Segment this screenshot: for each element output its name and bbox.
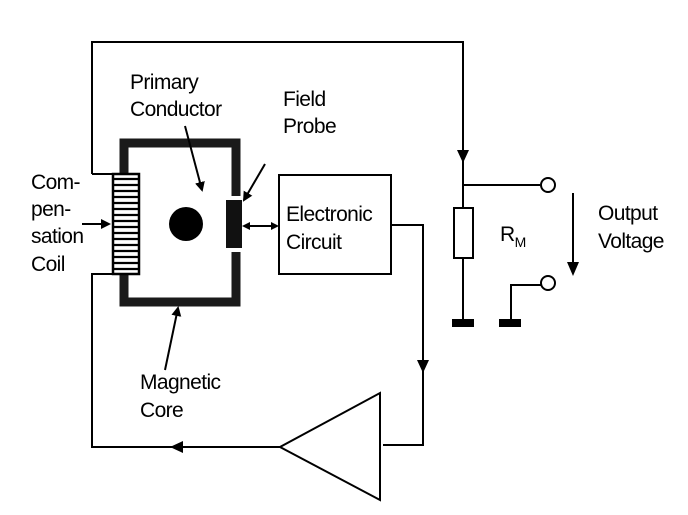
resistor-label: RM — [500, 223, 526, 250]
magnetic-core-label: Magnetic Core — [140, 371, 226, 422]
return-direction-arrow — [170, 441, 183, 453]
output-terminal-top — [540, 177, 556, 193]
output-voltage-label: Output Voltage — [598, 202, 664, 253]
primary-conductor-dot — [169, 207, 203, 241]
amplifier-triangle — [277, 391, 381, 502]
resistor-rm — [453, 207, 474, 259]
output-voltage-arrowhead — [567, 262, 579, 276]
top-feedback-wire — [91, 41, 464, 185]
ground-bar-left — [452, 319, 474, 327]
output-terminal-bottom — [540, 275, 556, 291]
field-probe-label: Field Probe — [283, 88, 336, 138]
ground-bar-right — [499, 319, 521, 327]
compensation-coil-winding — [111, 172, 141, 276]
field-probe-bar — [226, 200, 242, 248]
electronic-circuit-box — [278, 174, 392, 275]
bottom-return-wire — [91, 273, 280, 448]
electronic-circuit-label: Electronic Circuit — [286, 203, 377, 254]
signal-down-arrow — [417, 360, 429, 373]
compensation-coil-label: Com- pen- sation Coil — [31, 171, 89, 276]
primary-conductor-pointer — [184, 125, 205, 192]
magnetic-core-pointer — [164, 306, 182, 371]
primary-conductor-label: Primary Conductor — [130, 71, 222, 121]
current-direction-arrow — [457, 150, 469, 163]
field-probe-pointer — [242, 163, 266, 202]
output-bottom-wire — [510, 284, 541, 319]
circuit-to-amplifier-wire — [383, 224, 424, 446]
